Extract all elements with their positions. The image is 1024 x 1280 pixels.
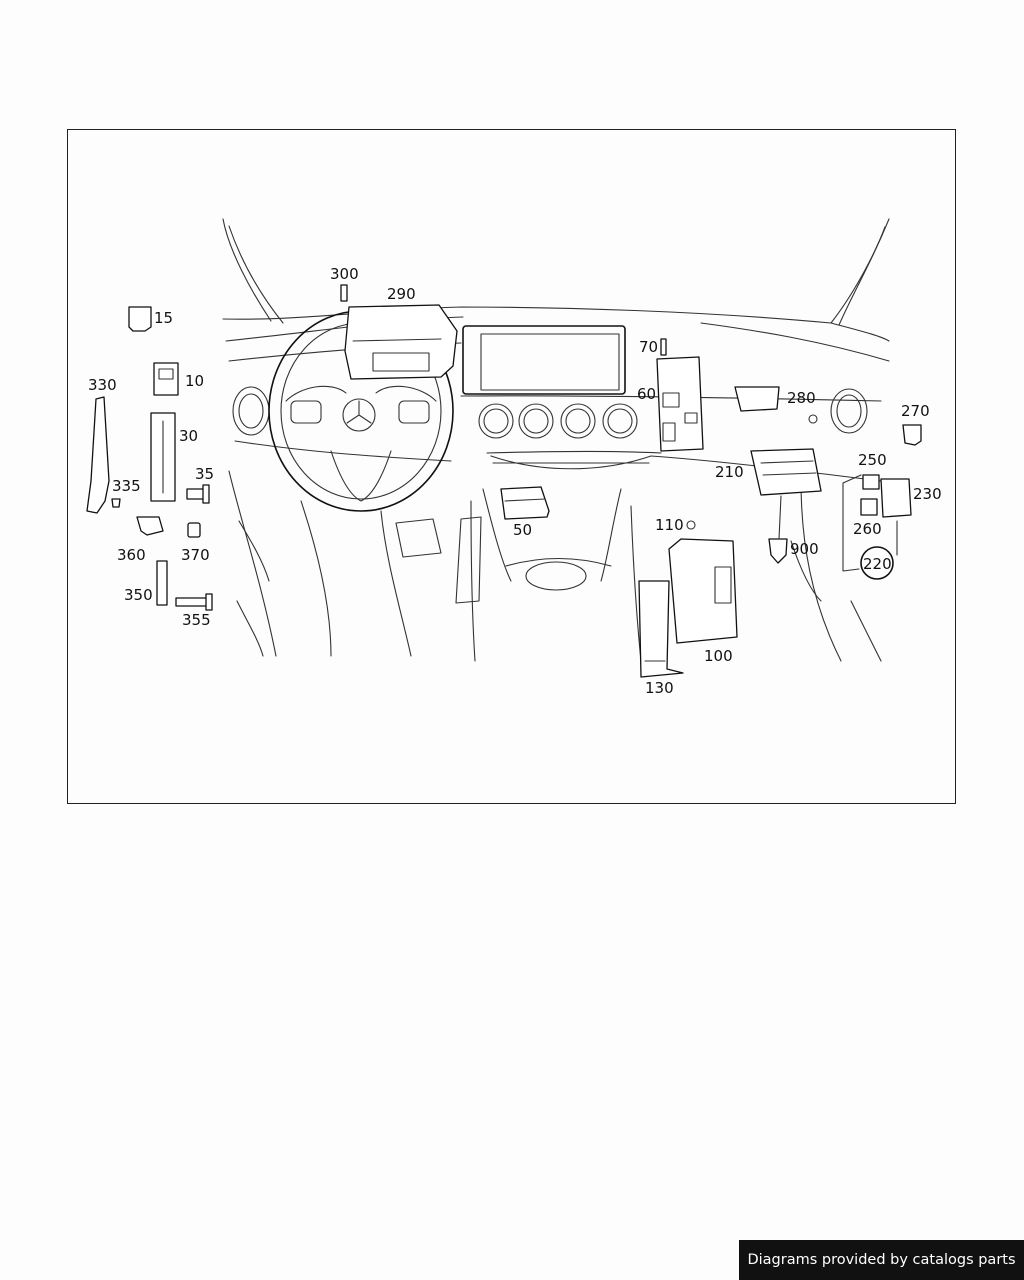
part-280-vent (734, 386, 780, 412)
credit-banner: Diagrams provided by catalogs parts (739, 1240, 1024, 1280)
part-30-module (150, 412, 176, 502)
callout-330: 330 (88, 376, 117, 394)
part-100-control-unit (668, 538, 738, 644)
callout-35: 35 (195, 465, 214, 483)
part-60-module (656, 356, 704, 452)
part-350-strip (156, 560, 168, 606)
part-335-clip (111, 498, 121, 508)
callout-210: 210 (715, 463, 744, 481)
part-900-connector (768, 538, 788, 564)
callout-100: 100 (704, 647, 733, 665)
part-220-circle (860, 546, 894, 580)
callout-280: 280 (787, 389, 816, 407)
diagram-frame: 15 10 330 30 35 335 360 370 350 355 300 … (67, 129, 956, 804)
callout-10: 10 (185, 372, 204, 390)
callout-270: 270 (901, 402, 930, 420)
callout-230: 230 (913, 485, 942, 503)
callout-15: 15 (154, 309, 173, 327)
part-370-nut (187, 522, 201, 538)
part-110-nut (686, 520, 696, 530)
callout-370: 370 (181, 546, 210, 564)
part-270-relay (902, 424, 922, 446)
part-10-switch (153, 362, 179, 396)
part-290-control-unit (344, 304, 458, 380)
part-330-bracket (86, 396, 110, 514)
callout-50: 50 (513, 521, 532, 539)
dashboard-parts-diagram: 15 10 330 30 35 335 360 370 350 355 300 … (86, 218, 942, 697)
callout-350: 350 (124, 586, 153, 604)
part-35-bolt (186, 484, 210, 504)
callout-130: 130 (645, 679, 674, 697)
callout-labels: 15 10 330 30 35 335 360 370 350 355 300 … (88, 265, 942, 697)
callout-70: 70 (639, 338, 658, 356)
part-50-module (500, 486, 550, 520)
callout-335: 335 (112, 477, 141, 495)
part-250-relay (862, 474, 880, 490)
part-70-screw (660, 338, 667, 356)
callout-250: 250 (858, 451, 887, 469)
part-260-relay (860, 498, 878, 516)
callout-220: 220 (863, 555, 892, 573)
part-300-screw (340, 284, 348, 302)
dashboard-outline (222, 218, 890, 662)
callout-260: 260 (853, 520, 882, 538)
callout-110: 110 (655, 516, 684, 534)
part-220-group-bracket (842, 474, 898, 572)
part-355-screw (175, 593, 213, 611)
part-230-holder (880, 478, 912, 518)
credit-text: Diagrams provided by catalogs parts (747, 1252, 1016, 1268)
part-130-bracket (638, 580, 684, 678)
callout-30: 30 (179, 427, 198, 445)
callout-900: 900 (790, 540, 819, 558)
callout-360: 360 (117, 546, 146, 564)
callout-60: 60 (637, 385, 656, 403)
part-210-fuse-box (750, 448, 822, 496)
callout-300: 300 (330, 265, 359, 283)
part-15-relay (128, 306, 152, 332)
callout-290: 290 (387, 285, 416, 303)
callout-355: 355 (182, 611, 211, 629)
part-360-bracket (136, 516, 164, 536)
